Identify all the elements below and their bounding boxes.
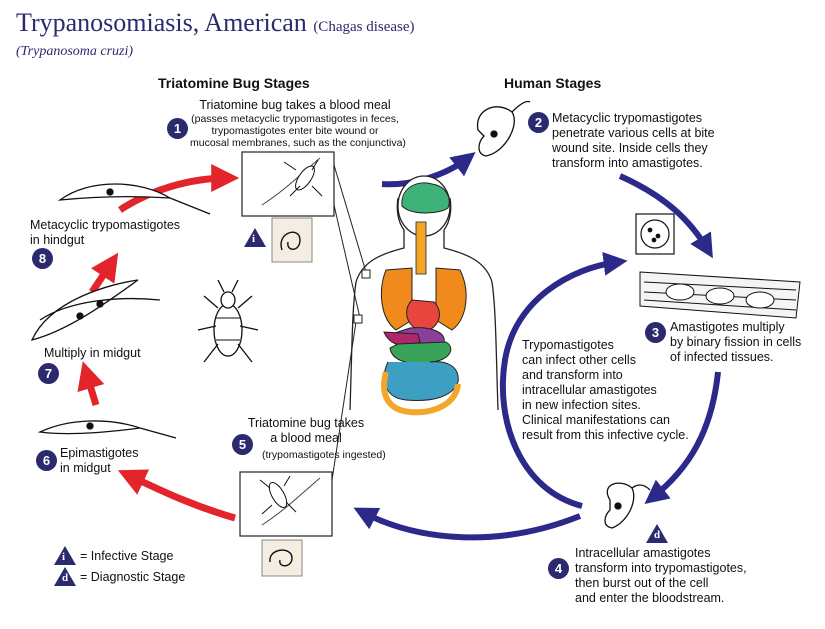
step-4-number: 4 [548, 558, 569, 579]
step-2-line-3: wound site. Inside cells they [552, 141, 708, 155]
arrow-8-to-1 [118, 164, 240, 213]
triatomine-bug [197, 279, 259, 363]
title-paren: (Chagas disease) [313, 19, 415, 35]
step-8-line-1: Metacyclic trypomastigotes [30, 218, 181, 232]
step-3-line-3: of infected tissues. [670, 350, 774, 364]
step-1-line-1: (passes metacyclic trypomastigotes in fe… [191, 113, 399, 125]
step-8-text: Metacyclic trypomastigotes in hindgut [30, 218, 180, 248]
step-4-line-1: Intracellular amastigotes [575, 546, 711, 560]
step-5-text: Triatomine bug takes a blood meal [236, 416, 376, 446]
step-5-line-1: Triatomine bug takes [247, 416, 365, 430]
page-title: Trypanosomiasis, American (Chagas diseas… [16, 8, 415, 38]
step-7-number: 7 [38, 363, 59, 384]
heading-human-stages: Human Stages [504, 75, 602, 91]
cell-with-amastigotes [635, 213, 675, 255]
trypomastigote-bursting [604, 482, 651, 529]
step-2-text: Metacyclic trypomastigotes penetrate var… [552, 111, 715, 171]
arrow-6-to-7 [77, 361, 105, 407]
parasite-metacyclic-hindgut [57, 183, 211, 215]
center-line-5: in new infection sites. [522, 398, 641, 412]
inset-bite-top [241, 151, 335, 217]
step-6-text: Epimastigotes in midgut [60, 446, 139, 476]
step-3-text: Amastigotes multiply by binary fission i… [670, 320, 801, 365]
parasite-multiply-midgut [30, 279, 161, 341]
step-8-line-2: in hindgut [30, 233, 85, 247]
step-5-line-2: a blood meal [270, 431, 342, 445]
arrow-7-to-8 [89, 252, 119, 294]
step-2-number: 2 [528, 112, 549, 133]
step-2-line-1: Metacyclic trypomastigotes [552, 111, 703, 125]
legend-diagnostic-icon: d [54, 567, 76, 586]
legend-infective-icon: i [54, 546, 76, 565]
step-5-number: 5 [232, 434, 253, 455]
legend-diagnostic-label: = Diagnostic Stage [80, 570, 186, 584]
diagnostic-stage-marker: d [646, 524, 668, 543]
step-1-detail: (passes metacyclic trypomastigotes in fe… [190, 113, 406, 149]
legend-infective-label: = Infective Stage [80, 549, 174, 563]
arrow-4-to-5 [353, 507, 582, 541]
infected-tissue [639, 271, 801, 319]
brain [401, 182, 450, 214]
heading-bug-stages: Triatomine Bug Stages [158, 75, 310, 91]
infective-stage-marker: i [244, 228, 266, 247]
inset-parasite-i [271, 217, 313, 263]
lung-right [435, 267, 467, 331]
step-4-line-3: then burst out of the cell [575, 576, 709, 590]
step-5-note: (trypomastigotes ingested) [262, 449, 386, 461]
center-cycle-text: Trypomastigotes can infect other cells a… [522, 338, 689, 443]
center-line-7: result from this infective cycle. [522, 428, 689, 442]
page-subtitle: (Trypanosoma cruzi) [16, 44, 134, 59]
center-line-4: intracellular amastigotes [522, 383, 657, 397]
step-8-number: 8 [32, 248, 53, 269]
step-1-number: 1 [167, 118, 188, 139]
step-1-main: Triatomine bug takes a blood meal [199, 98, 391, 112]
step-1-line-2: trypomastigotes enter bite wound or [211, 125, 379, 137]
arrow-4-cycle [499, 251, 628, 509]
step-6-line-1: Epimastigotes [60, 446, 139, 460]
step-2-line-2: penetrate various cells at bite [552, 126, 715, 140]
heart [406, 299, 440, 333]
step-2-line-4: transform into amastigotes. [552, 156, 703, 170]
center-line-2: can infect other cells [522, 353, 636, 367]
arrow-3-to-4 [644, 371, 721, 504]
center-line-6: Clinical manifestations can [522, 413, 670, 427]
title-main: Trypanosomiasis, American [16, 8, 307, 37]
bug-on-skin-top [283, 159, 323, 197]
step-7-text: Multiply in midgut [44, 346, 141, 360]
bug-on-skin-bottom [259, 475, 297, 515]
intestine-lower [383, 361, 459, 401]
step-6-line-2: in midgut [60, 461, 111, 475]
throat [415, 221, 427, 275]
step-6-number: 6 [36, 450, 57, 471]
step-4-line-4: and enter the bloodstream. [575, 591, 725, 605]
lung-left [380, 267, 413, 331]
step-3-line-1: Amastigotes multiply [670, 320, 785, 334]
arrow-2-to-3 [618, 173, 713, 259]
step-1-text: Triatomine bug takes a blood meal [190, 98, 400, 113]
parasite-epimastigote [37, 420, 177, 439]
center-line-3: and transform into [522, 368, 623, 382]
colon [381, 371, 461, 416]
arrow-5-to-6 [117, 469, 236, 522]
step-4-text: Intracellular amastigotes transform into… [575, 546, 747, 606]
center-line-1: Trypomastigotes [522, 338, 614, 352]
step-3-number: 3 [645, 322, 666, 343]
intestine-upper [389, 341, 452, 364]
parasite-metacyclic-human [476, 100, 531, 157]
step-1-line-3: mucosal membranes, such as the conjuncti… [190, 137, 406, 149]
step-4-line-2: transform into trypomastigotes, [575, 561, 747, 575]
inset-parasite-bottom [261, 539, 303, 577]
step-3-line-2: by binary fission in cells [670, 335, 802, 349]
